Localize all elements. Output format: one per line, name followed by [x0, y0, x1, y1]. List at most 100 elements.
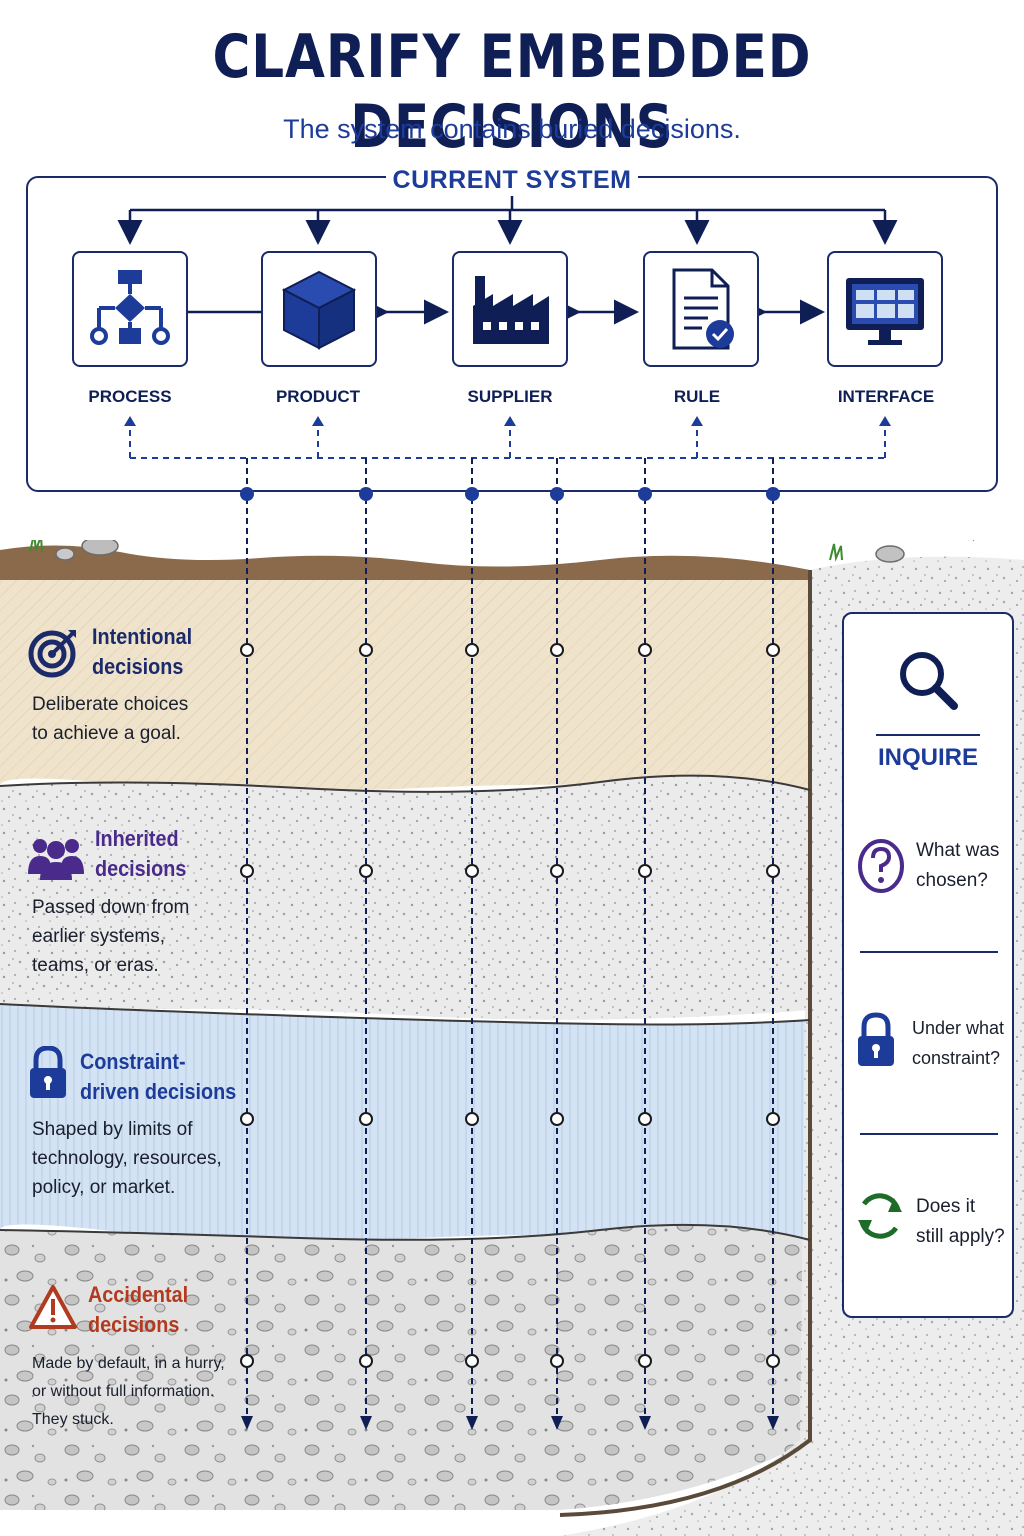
component-process[interactable] — [72, 251, 188, 367]
question-line: What was — [916, 840, 1000, 861]
component-supplier[interactable] — [452, 251, 568, 367]
flowchart-icon — [90, 270, 170, 345]
probe-decision-node — [766, 864, 780, 878]
layer-title-accidental: Accidental decisions — [88, 1280, 188, 1340]
question-under-constraint: Under what constraint? — [912, 1013, 1004, 1073]
probe-decision-node — [465, 1354, 479, 1368]
component-rule[interactable] — [643, 251, 759, 367]
probe-decision-node — [359, 864, 373, 878]
probe-decision-node — [240, 1112, 254, 1126]
question-line: chosen? — [916, 870, 988, 891]
probe-arrowhead — [466, 1416, 478, 1430]
component-label-rule: RULE — [673, 387, 721, 406]
question-line: Does it — [916, 1196, 976, 1217]
probe-decision-node — [766, 1354, 780, 1368]
question-what-chosen: What was chosen? — [916, 836, 999, 896]
probe-decision-node — [638, 643, 652, 657]
layer-title-line: driven decisions — [80, 1079, 237, 1104]
current-system-title: CURRENT SYSTEM — [386, 166, 638, 195]
layer-title-line: Accidental — [88, 1282, 189, 1307]
layer-desc-line: earlier systems, — [32, 926, 166, 947]
probe-decision-node — [550, 864, 564, 878]
probe-decision-node — [766, 1112, 780, 1126]
layer-desc-line: Passed down from — [32, 897, 190, 918]
layer-desc-constraint: Shaped by limits of technology, resource… — [32, 1115, 222, 1202]
question-line: still apply? — [916, 1226, 1005, 1247]
layer-title-line: decisions — [95, 856, 187, 881]
layer-desc-line: or without full information. — [32, 1383, 215, 1400]
page-subtitle: The system contains buried decisions. — [283, 114, 741, 144]
layer-desc-line: policy, or market. — [32, 1177, 176, 1198]
lock-icon — [30, 1046, 66, 1098]
probe-anchor — [550, 487, 564, 501]
question-icon — [858, 839, 904, 893]
layer-desc-line: to achieve a goal. — [32, 723, 181, 744]
factory-icon — [473, 276, 549, 344]
component-label-product: PRODUCT — [275, 387, 361, 406]
probe-decision-node — [240, 1354, 254, 1368]
probe-arrowhead — [767, 1416, 779, 1430]
layer-desc-accidental: Made by default, in a hurry, or without … — [32, 1350, 225, 1434]
probe-decision-node — [240, 643, 254, 657]
probe-decision-node — [465, 643, 479, 657]
layer-desc-line: Made by default, in a hurry, — [32, 1355, 225, 1372]
layer-desc-line: Shaped by limits of — [32, 1119, 193, 1140]
component-label-supplier: SUPPLIER — [467, 387, 553, 406]
page-title: CLARIFY EMBEDDED DECISIONS — [212, 22, 812, 162]
document-check-icon — [672, 268, 734, 350]
people-icon — [28, 839, 84, 880]
layer-title-line: Intentional — [92, 624, 193, 649]
question-still-apply: Does it still apply? — [916, 1192, 1005, 1252]
probe-arrowhead — [639, 1416, 651, 1430]
inquire-divider — [876, 734, 980, 736]
layer-title-line: decisions — [88, 1312, 180, 1337]
monitor-icon — [846, 278, 924, 345]
question-divider — [860, 951, 998, 953]
layer-title-intentional: Intentional decisions — [92, 622, 192, 682]
layer-desc-line: technology, resources, — [32, 1148, 222, 1169]
inquire-heading: INQUIRE — [877, 744, 978, 771]
question-line: Under what — [912, 1018, 1005, 1038]
probe-decision-node — [465, 864, 479, 878]
lock-icon — [858, 1012, 894, 1066]
probe-decision-node — [550, 1112, 564, 1126]
component-label-process: PROCESS — [88, 387, 172, 406]
component-label-interface: INTERFACE — [837, 387, 935, 406]
cube-icon — [281, 270, 357, 350]
question-divider — [860, 1133, 998, 1135]
warning-icon — [29, 1285, 77, 1329]
probe-decision-node — [638, 864, 652, 878]
layer-title-constraint: Constraint- driven decisions — [80, 1047, 236, 1107]
layer-title-line: Inherited — [95, 826, 179, 851]
layer-title-line: decisions — [92, 654, 184, 679]
probe-decision-node — [550, 643, 564, 657]
layer-desc-intentional: Deliberate choices to achieve a goal. — [32, 690, 188, 748]
probe-decision-node — [359, 1112, 373, 1126]
component-product[interactable] — [261, 251, 377, 367]
probe-decision-node — [240, 864, 254, 878]
probe-decision-node — [359, 1354, 373, 1368]
probe-decision-node — [359, 643, 373, 657]
layer-title-inherited: Inherited decisions — [95, 824, 186, 884]
refresh-icon — [858, 1193, 902, 1239]
probe-decision-node — [550, 1354, 564, 1368]
probe-anchor — [465, 487, 479, 501]
probe-anchor — [766, 487, 780, 501]
probe-anchor — [638, 487, 652, 501]
target-icon — [28, 630, 76, 678]
magnifier-icon — [900, 652, 958, 710]
component-interface[interactable] — [827, 251, 943, 367]
probe-arrowhead — [551, 1416, 563, 1430]
probe-anchor — [240, 487, 254, 501]
question-line: constraint? — [912, 1048, 1001, 1068]
probe-arrowhead — [241, 1416, 253, 1430]
strata-illustration — [0, 540, 1024, 1536]
probe-anchor — [359, 487, 373, 501]
layer-title-line: Constraint- — [80, 1049, 186, 1074]
layer-desc-line: They stuck. — [32, 1411, 114, 1428]
probe-decision-node — [465, 1112, 479, 1126]
probe-decision-node — [638, 1354, 652, 1368]
probe-arrowhead — [360, 1416, 372, 1430]
layer-desc-line: Deliberate choices — [32, 694, 189, 715]
